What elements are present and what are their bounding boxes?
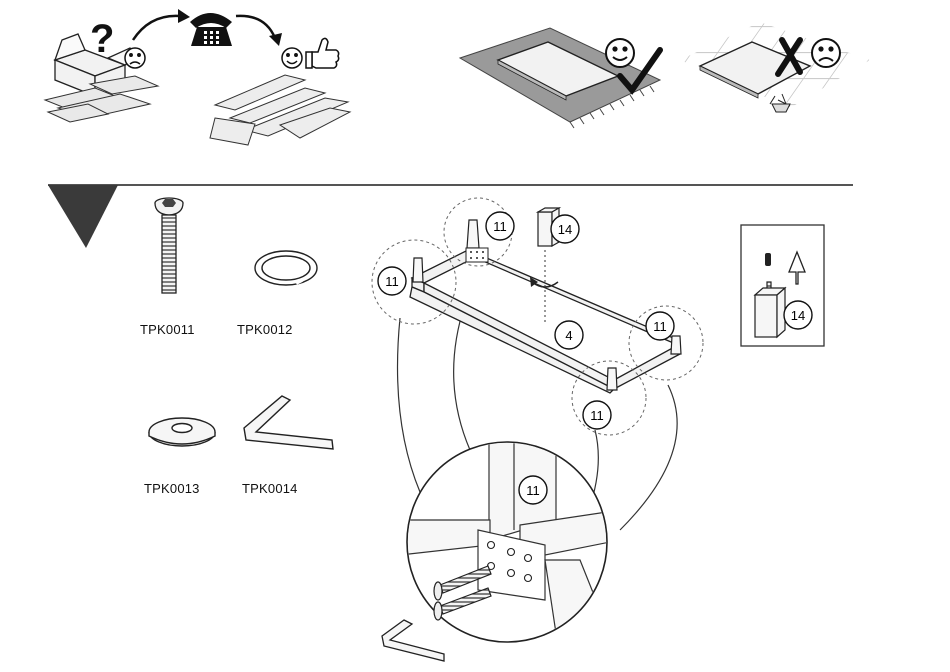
callout-frame: 4 (555, 321, 583, 349)
step-triangle (48, 185, 118, 248)
callout-foot: 14 (551, 215, 579, 243)
unpack-check-scene: ? (45, 9, 350, 145)
sad-face-icon (812, 39, 840, 67)
telephone-icon (190, 13, 232, 46)
callout-detail: 11 (519, 476, 547, 504)
callout-inset: 14 (784, 301, 812, 329)
smile-face-icon (606, 39, 634, 67)
arrow-to-phone (133, 16, 180, 40)
detail-allen-key (382, 620, 444, 661)
good-surface-scene (460, 28, 660, 128)
callout-foot-text: 14 (558, 222, 572, 237)
callout-corner-b-text: 11 (493, 219, 507, 234)
callout-inset-text: 14 (791, 308, 805, 323)
thumbs-up-icon (306, 38, 339, 68)
callout-corner-a: 11 (378, 267, 406, 295)
part-allen-key (244, 396, 333, 449)
callout-corner-b: 11 (486, 212, 514, 240)
arranged-panels (210, 75, 350, 145)
callout-corner-d-text: 11 (590, 408, 604, 423)
part-label-split-ring: TPK0012 (237, 322, 293, 337)
smile-face-icon (282, 48, 302, 68)
callout-corner-d: 11 (583, 401, 611, 429)
part-bolt (155, 198, 183, 293)
part-label-bolt: TPK0011 (140, 322, 195, 337)
foot-inset-panel: 14 (741, 225, 824, 346)
callout-detail-text: 11 (526, 483, 540, 498)
callout-corner-c-text: 11 (653, 319, 667, 334)
corner-detail-view: 11 (400, 430, 620, 660)
bad-surface-scene (680, 22, 870, 112)
callout-corner-c: 11 (646, 312, 674, 340)
arrow-from-phone (236, 16, 275, 38)
callout-frame-text: 4 (565, 328, 572, 343)
part-label-allen-key: TPK0014 (242, 481, 298, 496)
sad-face-icon (125, 48, 145, 68)
callout-corner-a-text: 11 (385, 274, 399, 289)
part-washer (149, 418, 215, 446)
part-label-washer: TPK0013 (144, 481, 200, 496)
question-mark-icon: ? (90, 17, 114, 61)
part-split-ring (255, 251, 317, 285)
